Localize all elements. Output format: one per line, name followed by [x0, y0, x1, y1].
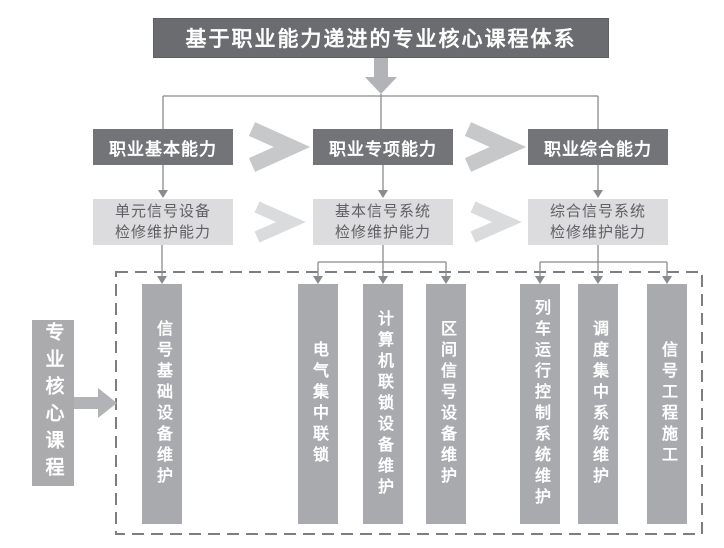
chevron-right-icon: [470, 201, 522, 243]
course-bar-computer-interlocking: 计算机联锁设备维护: [363, 284, 403, 524]
skill-course-arrowheads: [157, 276, 672, 284]
skill-course-lines: [161, 245, 668, 277]
skill-box-line1: 基本信号系统: [334, 203, 431, 220]
skill-box-line2: 检修维护能力: [334, 224, 431, 241]
skill-box-line1: 单元信号设备: [114, 203, 211, 220]
course-bar-train-control-system: 列车运行控制系统维护: [520, 284, 560, 524]
skill-box-basic-system: 基本信号系统 检修维护能力: [313, 199, 453, 245]
course-bar-ctc-system: 调度集中系统维护: [578, 284, 618, 524]
chevron-right-icon: [254, 201, 306, 243]
course-bar-block-signal-equipment: 区间信号设备维护: [426, 284, 466, 524]
ability-skill-arrowheads: [158, 190, 603, 198]
skill-box-line1: 综合信号系统: [549, 203, 646, 220]
course-bar-signal-engineering: 信号工程施工: [647, 284, 687, 524]
down-block-arrow-icon: [365, 57, 397, 94]
chevron-right-icon: [248, 122, 311, 172]
side-label-core-courses: 专业核心课程: [32, 320, 74, 486]
course-bar-electric-interlocking: 电气集中联锁: [298, 284, 338, 524]
course-bar-signal-basic-equipment: 信号基础设备维护: [142, 284, 182, 524]
chevron-right-icon: [464, 122, 527, 172]
skill-box-unit-signal: 单元信号设备 检修维护能力: [93, 199, 233, 245]
top-connector-lines: [162, 94, 599, 129]
skill-box-line2: 检修维护能力: [114, 224, 211, 241]
skill-box-line2: 检修维护能力: [549, 224, 646, 241]
page-title: 基于职业能力递进的专业核心课程体系: [154, 19, 608, 57]
skill-box-comprehensive-system: 综合信号系统 检修维护能力: [528, 199, 668, 245]
right-block-arrow-icon: [74, 388, 117, 418]
ability-box-specialized: 职业专项能力: [313, 129, 453, 165]
ability-box-basic: 职业基本能力: [93, 129, 233, 165]
ability-box-comprehensive: 职业综合能力: [528, 129, 668, 165]
ability-skill-arrows: [162, 165, 599, 190]
